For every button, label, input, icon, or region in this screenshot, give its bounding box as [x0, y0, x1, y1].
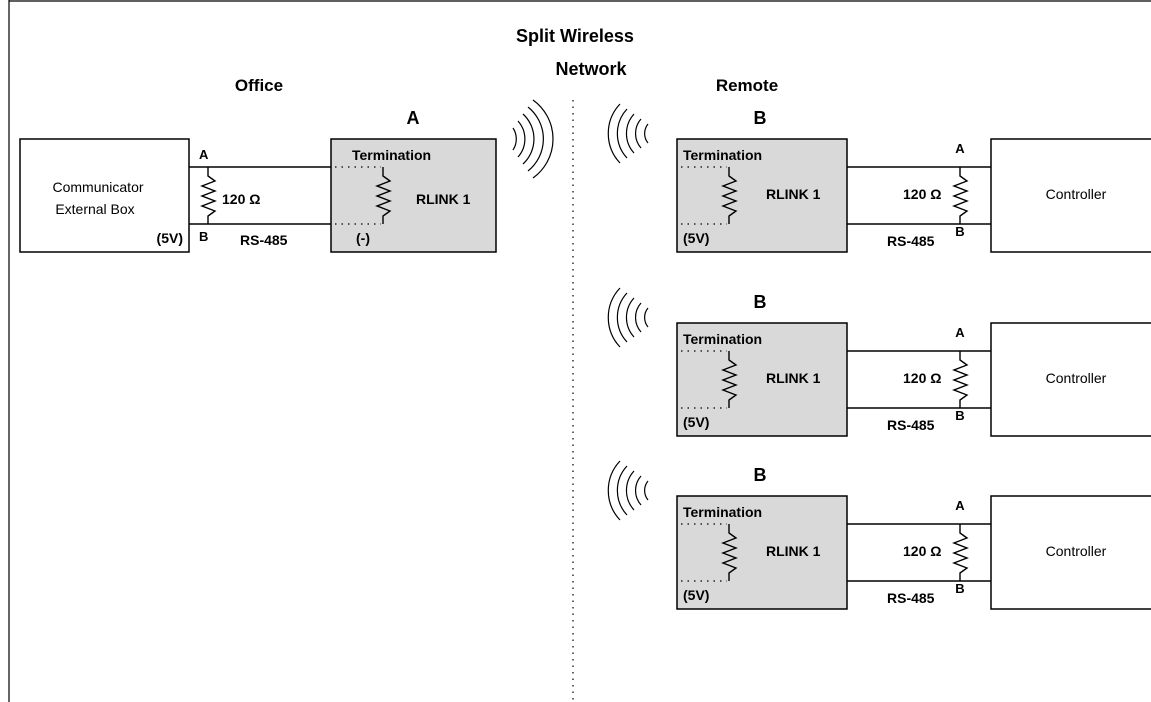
- remote-bus-label: RS-485: [887, 233, 935, 249]
- wireless-signal-in-icon: [607, 287, 649, 348]
- controller-box: [990, 322, 1151, 437]
- remote-resistor: [952, 167, 969, 224]
- remote-terminal-b: B: [955, 581, 964, 596]
- office-bus-label: RS-485: [240, 232, 288, 248]
- office-heading: Office: [235, 76, 283, 95]
- controller-label: Controller: [1046, 370, 1107, 386]
- remote-power: (5V): [683, 414, 709, 430]
- remote-termination-resistor: [721, 167, 738, 224]
- controller-label: Controller: [1046, 543, 1107, 559]
- remote-resistor: [952, 524, 969, 581]
- remote-terminal-a: A: [955, 325, 965, 340]
- office-device-letter: A: [407, 108, 420, 128]
- office-rlink-label: RLINK 1: [416, 191, 471, 207]
- remote-resistor: [952, 351, 969, 408]
- remote-node-letter: B: [754, 292, 767, 312]
- communicator-box-outline: [19, 138, 190, 253]
- communicator-power: (5V): [157, 230, 183, 246]
- remote-termination-label: Termination: [683, 147, 762, 163]
- wireless-signal-in-icon: [607, 103, 649, 164]
- network-title-line1: Split Wireless: [516, 26, 634, 46]
- controller-label: Controller: [1046, 186, 1107, 202]
- remote-terminal-b: B: [955, 224, 964, 239]
- remote-rlink-outline: [676, 322, 848, 437]
- communicator-label-line2: External Box: [55, 201, 134, 217]
- office-termination-label: Termination: [352, 147, 431, 163]
- office-polarity: (-): [356, 230, 370, 246]
- remote-resistor-label: 120 Ω: [903, 370, 941, 386]
- communicator-label-line1: Communicator: [52, 179, 143, 195]
- communicator-box: Communicator External Box (5V): [19, 138, 190, 253]
- wireless-signal-out-icon: [512, 99, 554, 179]
- remote-node-letter: B: [754, 465, 767, 485]
- controller-box: [990, 495, 1151, 610]
- remote-termination-label: Termination: [683, 331, 762, 347]
- remote-power: (5V): [683, 587, 709, 603]
- remote-resistor-label: 120 Ω: [903, 186, 941, 202]
- remote-rlink-label: RLINK 1: [766, 370, 821, 386]
- office-rlink-outline: [330, 138, 497, 253]
- remote-rlink-label: RLINK 1: [766, 543, 821, 559]
- remote-terminal-a: A: [955, 141, 965, 156]
- office-resistor-label: 120 Ω: [222, 191, 260, 207]
- office-resistor: [200, 167, 217, 224]
- office-rlink-box: Termination RLINK 1 (-): [330, 138, 497, 253]
- remote-bus-label: RS-485: [887, 590, 935, 606]
- remote-terminal-a: A: [955, 498, 965, 513]
- remote-termination-resistor: [721, 351, 738, 408]
- remote-termination-resistor: [721, 524, 738, 581]
- remote-node-3: B Termination RLINK 1 (5V) A B 120 Ω RS-…: [607, 460, 1151, 610]
- remote-power: (5V): [683, 230, 709, 246]
- network-title-line2: Network: [555, 59, 627, 79]
- remote-resistor-label: 120 Ω: [903, 543, 941, 559]
- office-terminal-a: A: [199, 147, 209, 162]
- controller-box: [990, 138, 1151, 253]
- office-terminal-b: B: [199, 229, 208, 244]
- remote-bus-label: RS-485: [887, 417, 935, 433]
- remote-node-1: B Termination RLINK 1 (5V) A B 120 Ω RS-…: [607, 103, 1151, 253]
- remote-terminal-b: B: [955, 408, 964, 423]
- office-termination-resistor: [375, 167, 392, 224]
- remote-rlink-outline: [676, 495, 848, 610]
- remote-node-letter: B: [754, 108, 767, 128]
- remote-rlink-label: RLINK 1: [766, 186, 821, 202]
- wireless-signal-in-icon: [607, 460, 649, 521]
- remote-node-2: B Termination RLINK 1 (5V) A B 120 Ω RS-…: [607, 287, 1151, 437]
- remote-termination-label: Termination: [683, 504, 762, 520]
- remote-heading: Remote: [716, 76, 778, 95]
- remote-rlink-outline: [676, 138, 848, 253]
